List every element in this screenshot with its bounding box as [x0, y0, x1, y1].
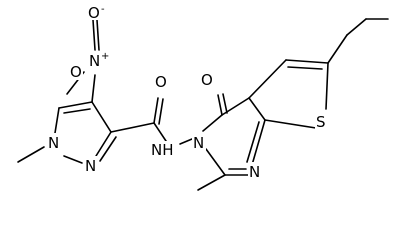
molecule-diagram: O - N + O N N O NH O N N S: [17, 4, 389, 191]
pyrimidine-n1: N: [249, 163, 260, 181]
nitro-n: N: [89, 52, 100, 70]
thiophene-s: S: [316, 113, 326, 131]
pyrazole-n2: N: [85, 157, 96, 175]
nitro-o-left: O: [70, 63, 82, 81]
amide-nh: NH: [151, 141, 174, 159]
bond-layer: [17, 18, 389, 191]
nitro-o-top-charge: -: [101, 4, 105, 15]
nitro-o-top: O: [88, 4, 100, 22]
nitro-n-charge: +: [101, 51, 109, 62]
structure-svg: O - N + O N N O NH O N N S: [17, 4, 389, 191]
pyrimidine-o: O: [201, 71, 213, 89]
pyrazole-n1: N: [48, 134, 59, 152]
amide-o: O: [155, 73, 167, 91]
pyrimidine-n3: N: [193, 134, 204, 152]
atom-labels: O - N + O N N O NH O N N S: [47, 4, 329, 181]
